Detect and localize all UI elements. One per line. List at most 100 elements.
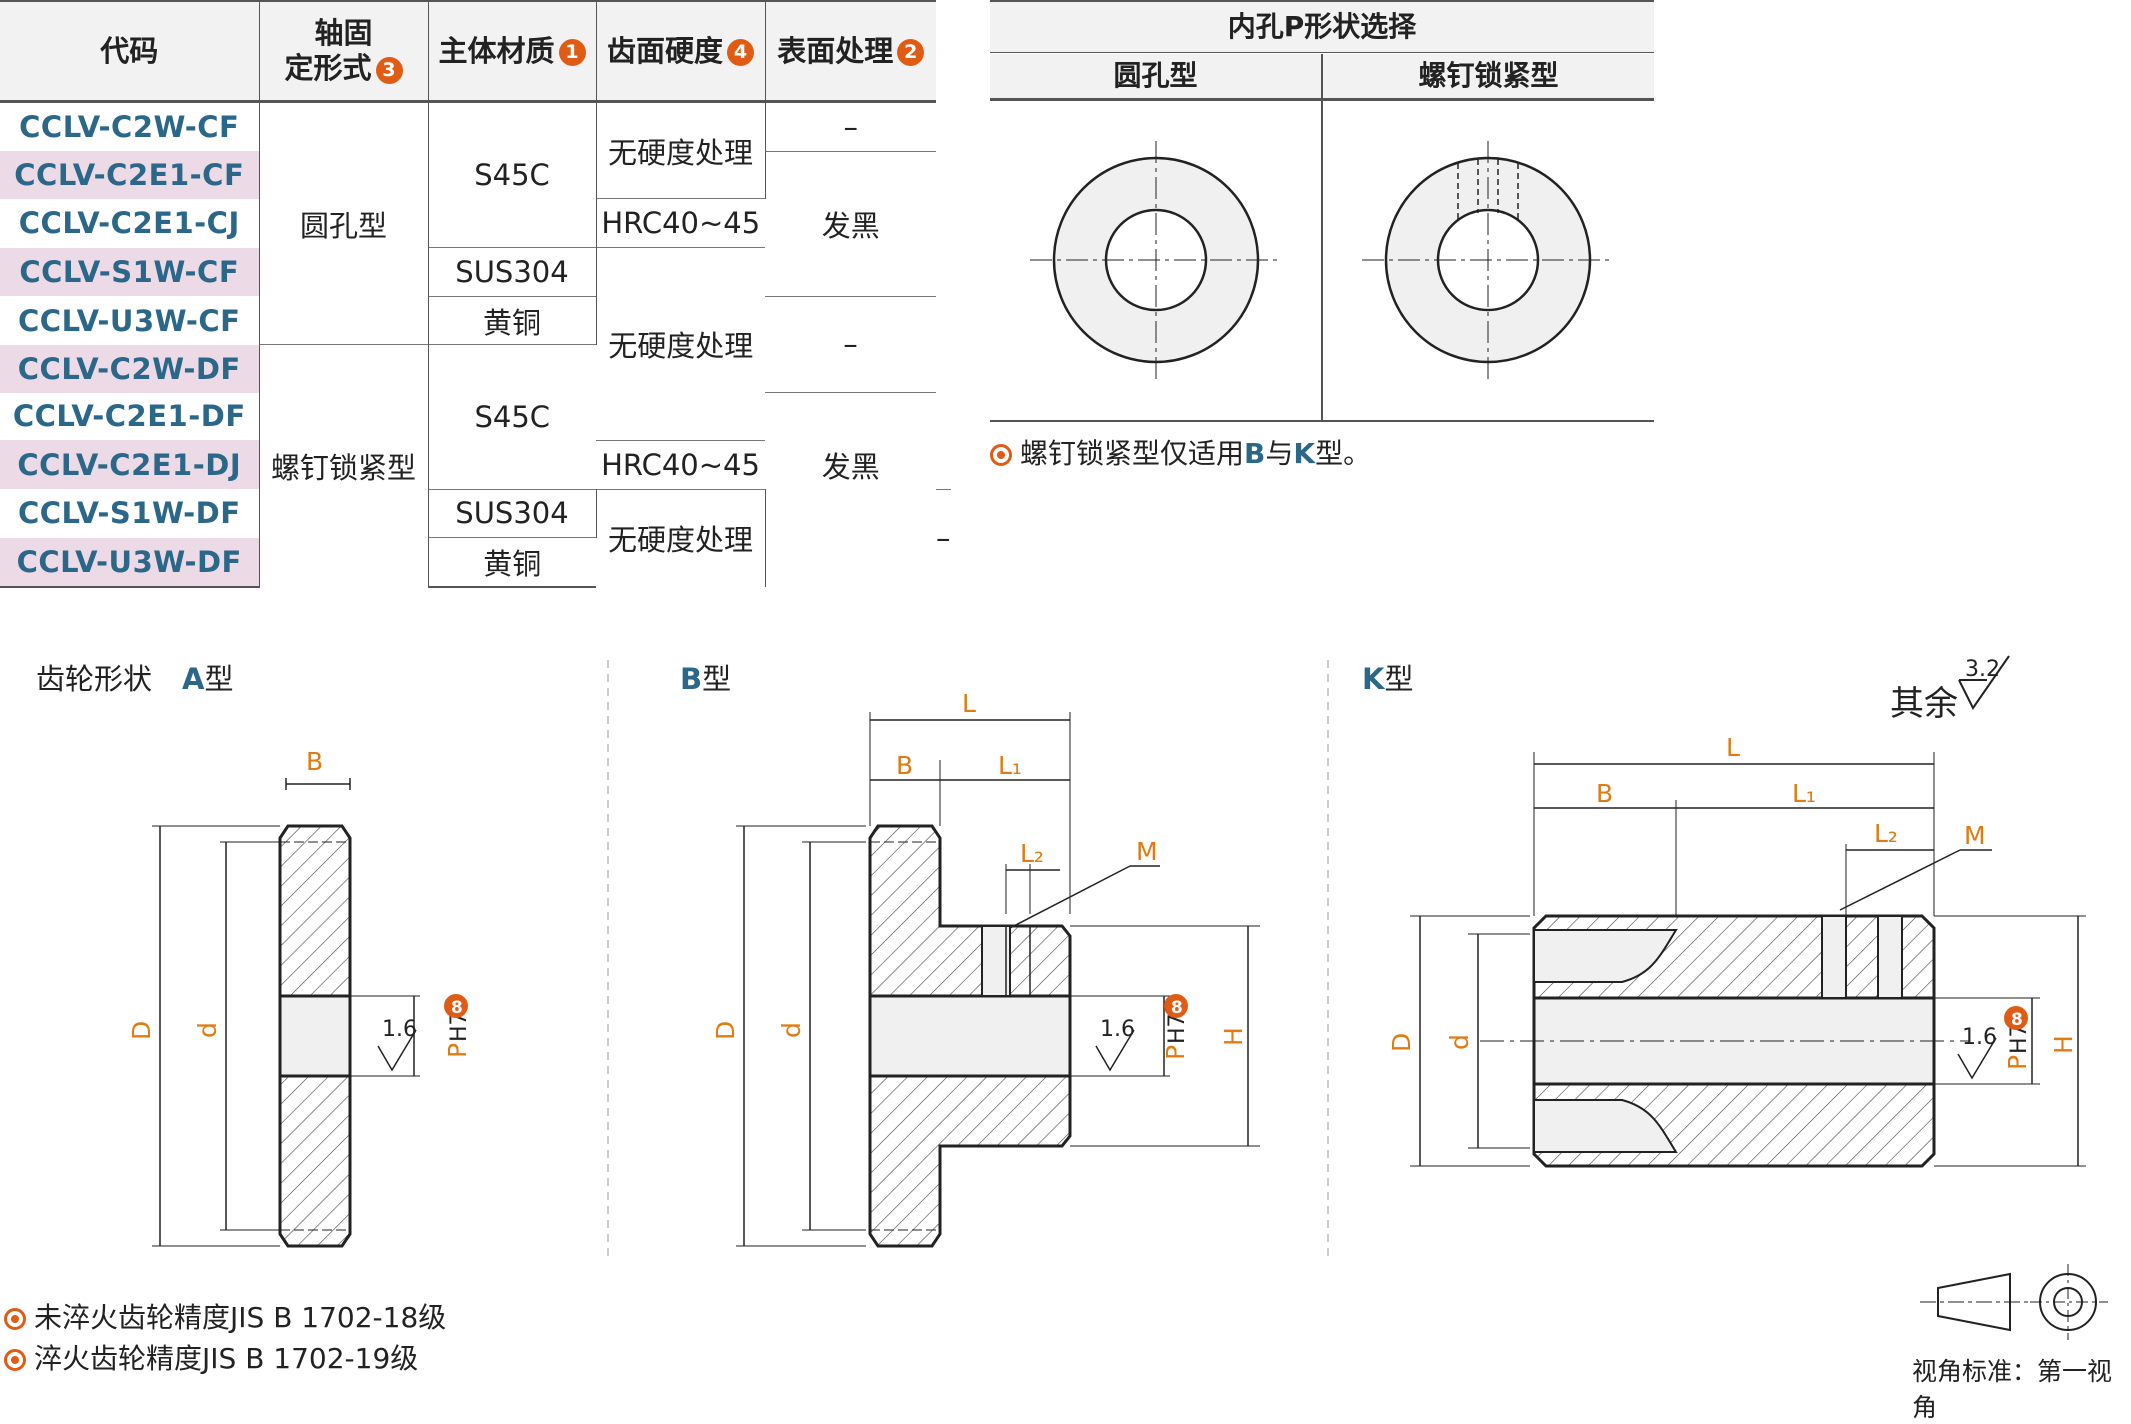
screw-bore-drawing bbox=[1362, 141, 1614, 381]
roughness-value: 1.6 bbox=[382, 1017, 417, 1042]
table-row: CCLV-S1W-CF SUS304 无硬度处理 bbox=[0, 247, 951, 441]
bore-drawings bbox=[1030, 141, 1614, 381]
badge-8-text: 8 bbox=[451, 998, 463, 1018]
table-row: CCLV-C2W-CF 圆孔型 S45C 无硬度处理 – bbox=[0, 101, 951, 345]
type-k-title: K型 bbox=[1362, 662, 1414, 696]
code-cell: CCLV-C2E1-DF bbox=[0, 392, 260, 441]
material-cell: S45C bbox=[428, 101, 597, 248]
roughness-value: 1.6 bbox=[1962, 1025, 1997, 1050]
type-b-title: B型 bbox=[680, 662, 732, 696]
fix-screw-cell: 螺钉锁紧型 bbox=[259, 344, 429, 587]
dim-d-pitch-label: d bbox=[193, 1022, 222, 1038]
code-cell: CCLV-U3W-DF bbox=[0, 537, 260, 588]
dim-d-outer-label: D bbox=[127, 1021, 156, 1040]
dim-b-label: B bbox=[896, 751, 913, 780]
bore-divider bbox=[1321, 54, 1323, 420]
badge-8-text: 8 bbox=[1171, 998, 1183, 1018]
note-unhardened: 未淬火齿轮精度JIS B 1702-18级 bbox=[4, 1296, 446, 1336]
material-cell: SUS304 bbox=[428, 247, 597, 297]
dim-m-label: M bbox=[1136, 837, 1158, 866]
bore-title: 内孔P形状选择 bbox=[990, 2, 1654, 53]
hardness-cell: HRC40~45 bbox=[596, 439, 765, 489]
dim-h7-label: H7 bbox=[1165, 1013, 1190, 1044]
dim-l-label: L bbox=[1726, 733, 1740, 762]
first-angle-projection-icon bbox=[1920, 1264, 2108, 1340]
rest-roughness-value: 3.2 bbox=[1965, 657, 2000, 682]
section-separators bbox=[607, 660, 1329, 1260]
table-row: CCLV-C2E1-DF 发黑 bbox=[0, 392, 951, 538]
rest-roughness-label: 其余 bbox=[1890, 684, 1958, 724]
badge-4: 4 bbox=[727, 39, 754, 67]
badge-1: 1 bbox=[558, 39, 586, 67]
badge-2: 2 bbox=[897, 39, 925, 67]
surface-cell: 发黑 bbox=[765, 150, 936, 297]
dim-p-label: P bbox=[1161, 1045, 1190, 1060]
code-cell: CCLV-S1W-CF bbox=[0, 247, 260, 297]
code-cell: CCLV-C2W-CF bbox=[0, 101, 260, 152]
badge-8-icon bbox=[2004, 1006, 2028, 1030]
dim-h-label: H bbox=[2049, 1035, 2078, 1054]
dim-l2-label: L₂ bbox=[1020, 839, 1044, 868]
code-cell: CCLV-C2E1-CJ bbox=[0, 198, 260, 248]
table-row: CCLV-C2W-DF 螺钉锁紧型 S45C bbox=[0, 344, 951, 587]
bullet-icon bbox=[4, 1308, 26, 1330]
code-cell: CCLV-U3W-CF bbox=[0, 296, 260, 345]
bore-col-screw: 螺钉锁紧型 bbox=[1323, 54, 1654, 101]
material-cell: 黄铜 bbox=[428, 537, 596, 588]
bore-note: 螺钉锁紧型仅适用B与K型。 bbox=[990, 432, 1371, 472]
badge-3: 3 bbox=[375, 56, 403, 84]
table-row: CCLV-S1W-DF SUS304 无硬度处理 – bbox=[0, 488, 951, 587]
dim-p-label: P bbox=[2003, 1055, 2032, 1070]
code-cell: CCLV-C2E1-CF bbox=[0, 151, 260, 199]
dim-d-pitch-label: d bbox=[777, 1022, 806, 1038]
table-row: CCLV-C2E1-CJ HRC40~45 bbox=[0, 198, 951, 248]
code-cell: CCLV-C2W-DF bbox=[0, 344, 260, 393]
dim-p-label: P bbox=[443, 1043, 472, 1058]
type-k-drawing: L B L₁ L₂ M D d 1.6 P H7 8 H bbox=[1387, 733, 2086, 1168]
surface-cell: – bbox=[843, 109, 859, 144]
view-standard-label: 视角标准：第一视角 bbox=[1912, 1357, 2113, 1422]
hardness-cell: 无硬度处理 bbox=[596, 101, 766, 199]
dim-d-outer-label: D bbox=[711, 1021, 740, 1040]
dim-l1-label: L₁ bbox=[1792, 779, 1816, 808]
material-cell: 黄铜 bbox=[428, 295, 597, 345]
table-row: CCLV-C2E1-DJ HRC40~45 bbox=[0, 439, 951, 489]
surface-cell: – bbox=[936, 488, 951, 587]
round-bore-drawing bbox=[1030, 141, 1282, 381]
dim-m-label: M bbox=[1964, 821, 1986, 850]
bullet-icon bbox=[990, 444, 1012, 466]
dim-d-pitch-label: d bbox=[1445, 1034, 1474, 1050]
table-row: CCLV-U3W-DF 黄铜 bbox=[0, 537, 951, 588]
header-code: 代码 bbox=[0, 0, 260, 103]
bullet-icon bbox=[4, 1349, 26, 1371]
dim-d-outer-label: D bbox=[1387, 1033, 1416, 1052]
surface-cell: 发黑 bbox=[765, 392, 936, 538]
surface-cell: – bbox=[765, 295, 936, 393]
bore-col-round: 圆孔型 bbox=[990, 54, 1321, 101]
rest-roughness-symbol: 3.2 bbox=[1958, 655, 2010, 710]
dim-h-label: H bbox=[1219, 1027, 1248, 1046]
table-row: CCLV-C2E1-CF 发黑 bbox=[0, 150, 951, 297]
material-cell: SUS304 bbox=[428, 488, 597, 538]
badge-8-icon bbox=[1164, 994, 1188, 1018]
code-cell: CCLV-S1W-DF bbox=[0, 489, 260, 538]
hardness-cell: HRC40~45 bbox=[596, 198, 765, 248]
bore-shape-table: 内孔P形状选择 圆孔型 螺钉锁紧型 bbox=[990, 0, 1654, 422]
code-cell: CCLV-C2E1-DJ bbox=[0, 440, 260, 489]
badge-8-icon bbox=[444, 994, 468, 1018]
hardness-cell: 无硬度处理 bbox=[596, 247, 765, 441]
fix-round-cell: 圆孔型 bbox=[259, 101, 429, 345]
dim-b-label: B bbox=[306, 747, 323, 776]
dim-b-label: B bbox=[1596, 779, 1613, 808]
note-hardened: 淬火齿轮精度JIS B 1702-19级 bbox=[4, 1337, 418, 1377]
material-cell: S45C bbox=[428, 344, 596, 489]
dim-l-label: L bbox=[962, 690, 976, 718]
badge-8-text: 8 bbox=[2011, 1010, 2023, 1030]
